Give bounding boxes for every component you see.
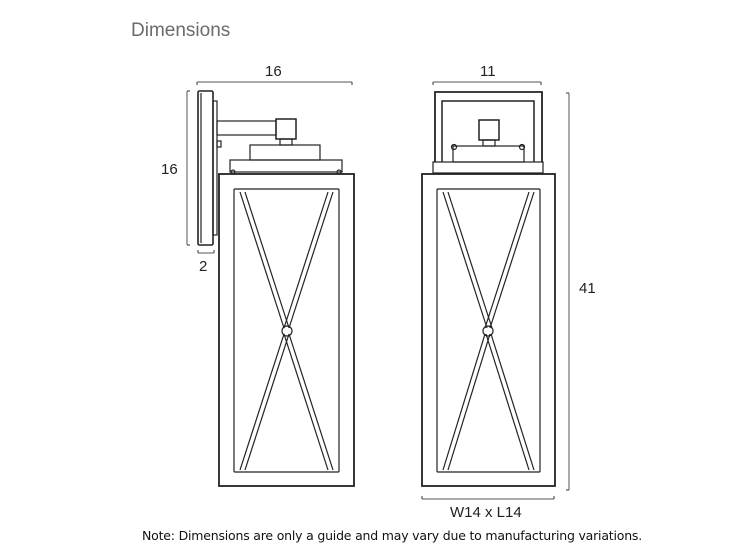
front-lantern-body (421, 173, 556, 487)
side-view-lantern (186, 81, 355, 487)
side-width-label: 16 (265, 63, 282, 80)
side-height-label: 16 (161, 161, 178, 178)
front-height-label: 41 (579, 280, 596, 297)
section-title: Dimensions (131, 20, 231, 41)
mounting-arm (216, 120, 277, 136)
front-width-label: 11 (480, 63, 496, 80)
front-view-lantern (421, 81, 570, 500)
side-depth-label: 2 (199, 258, 208, 275)
front-backplate (434, 91, 543, 162)
disclaimer-note: Note: Dimensions are only a guide and ma… (142, 528, 643, 543)
front-base-label: W14 x L14 (450, 504, 522, 521)
wall-backplate (197, 90, 214, 246)
side-lantern-body (218, 173, 355, 487)
